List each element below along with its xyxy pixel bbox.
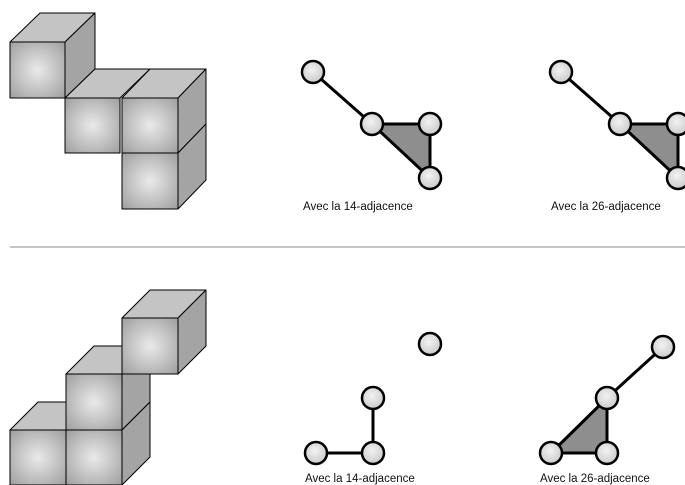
voxel-cube: [121, 289, 207, 375]
graph-node: [607, 111, 633, 137]
graph-node: [548, 59, 574, 85]
graph-row2-26: Avec la 26-adjacence: [538, 334, 676, 485]
graph-node: [360, 385, 386, 411]
graph-edge: [311, 70, 374, 126]
voxel-cube: [65, 345, 151, 431]
graph-node: [417, 331, 443, 357]
graph-node: [538, 440, 564, 466]
graph-node: [665, 111, 685, 137]
voxel-shape-bottom: [9, 289, 207, 485]
caption-row2-26: Avec la 26-adjacence: [540, 473, 650, 485]
graph-edge: [618, 122, 680, 180]
caption-row1-14: Avec la 14-adjacence: [303, 201, 413, 213]
graph-row2-14: Avec la 14-adjacence: [303, 331, 443, 485]
graph-node: [303, 440, 329, 466]
graph-node: [300, 59, 326, 85]
graph-node: [650, 334, 676, 360]
voxel-shape-top: [9, 12, 207, 210]
graph-node: [665, 165, 685, 191]
caption-row1-26: Avec la 26-adjacence: [551, 201, 661, 213]
graph-node: [594, 440, 620, 466]
voxel-cube: [9, 401, 67, 485]
graph-node: [359, 111, 385, 137]
voxel-cube: [64, 68, 151, 154]
voxel-cube: [121, 123, 207, 210]
graph-node: [594, 385, 620, 411]
voxel-cube: [121, 68, 207, 154]
graph-row1-14: Avec la 14-adjacence: [300, 59, 443, 213]
graph-row1-26: Avec la 26-adjacence: [548, 59, 685, 213]
graph-node: [360, 440, 386, 466]
graph-node: [417, 111, 443, 137]
voxel-cube: [9, 12, 96, 99]
graph-edge: [605, 345, 665, 400]
voxel-cube: [65, 401, 151, 485]
graph-edge: [370, 122, 432, 180]
graph-edge: [559, 70, 622, 126]
graph-edge: [549, 396, 609, 455]
graph-node: [417, 165, 443, 191]
caption-row2-14: Avec la 14-adjacence: [305, 473, 415, 485]
